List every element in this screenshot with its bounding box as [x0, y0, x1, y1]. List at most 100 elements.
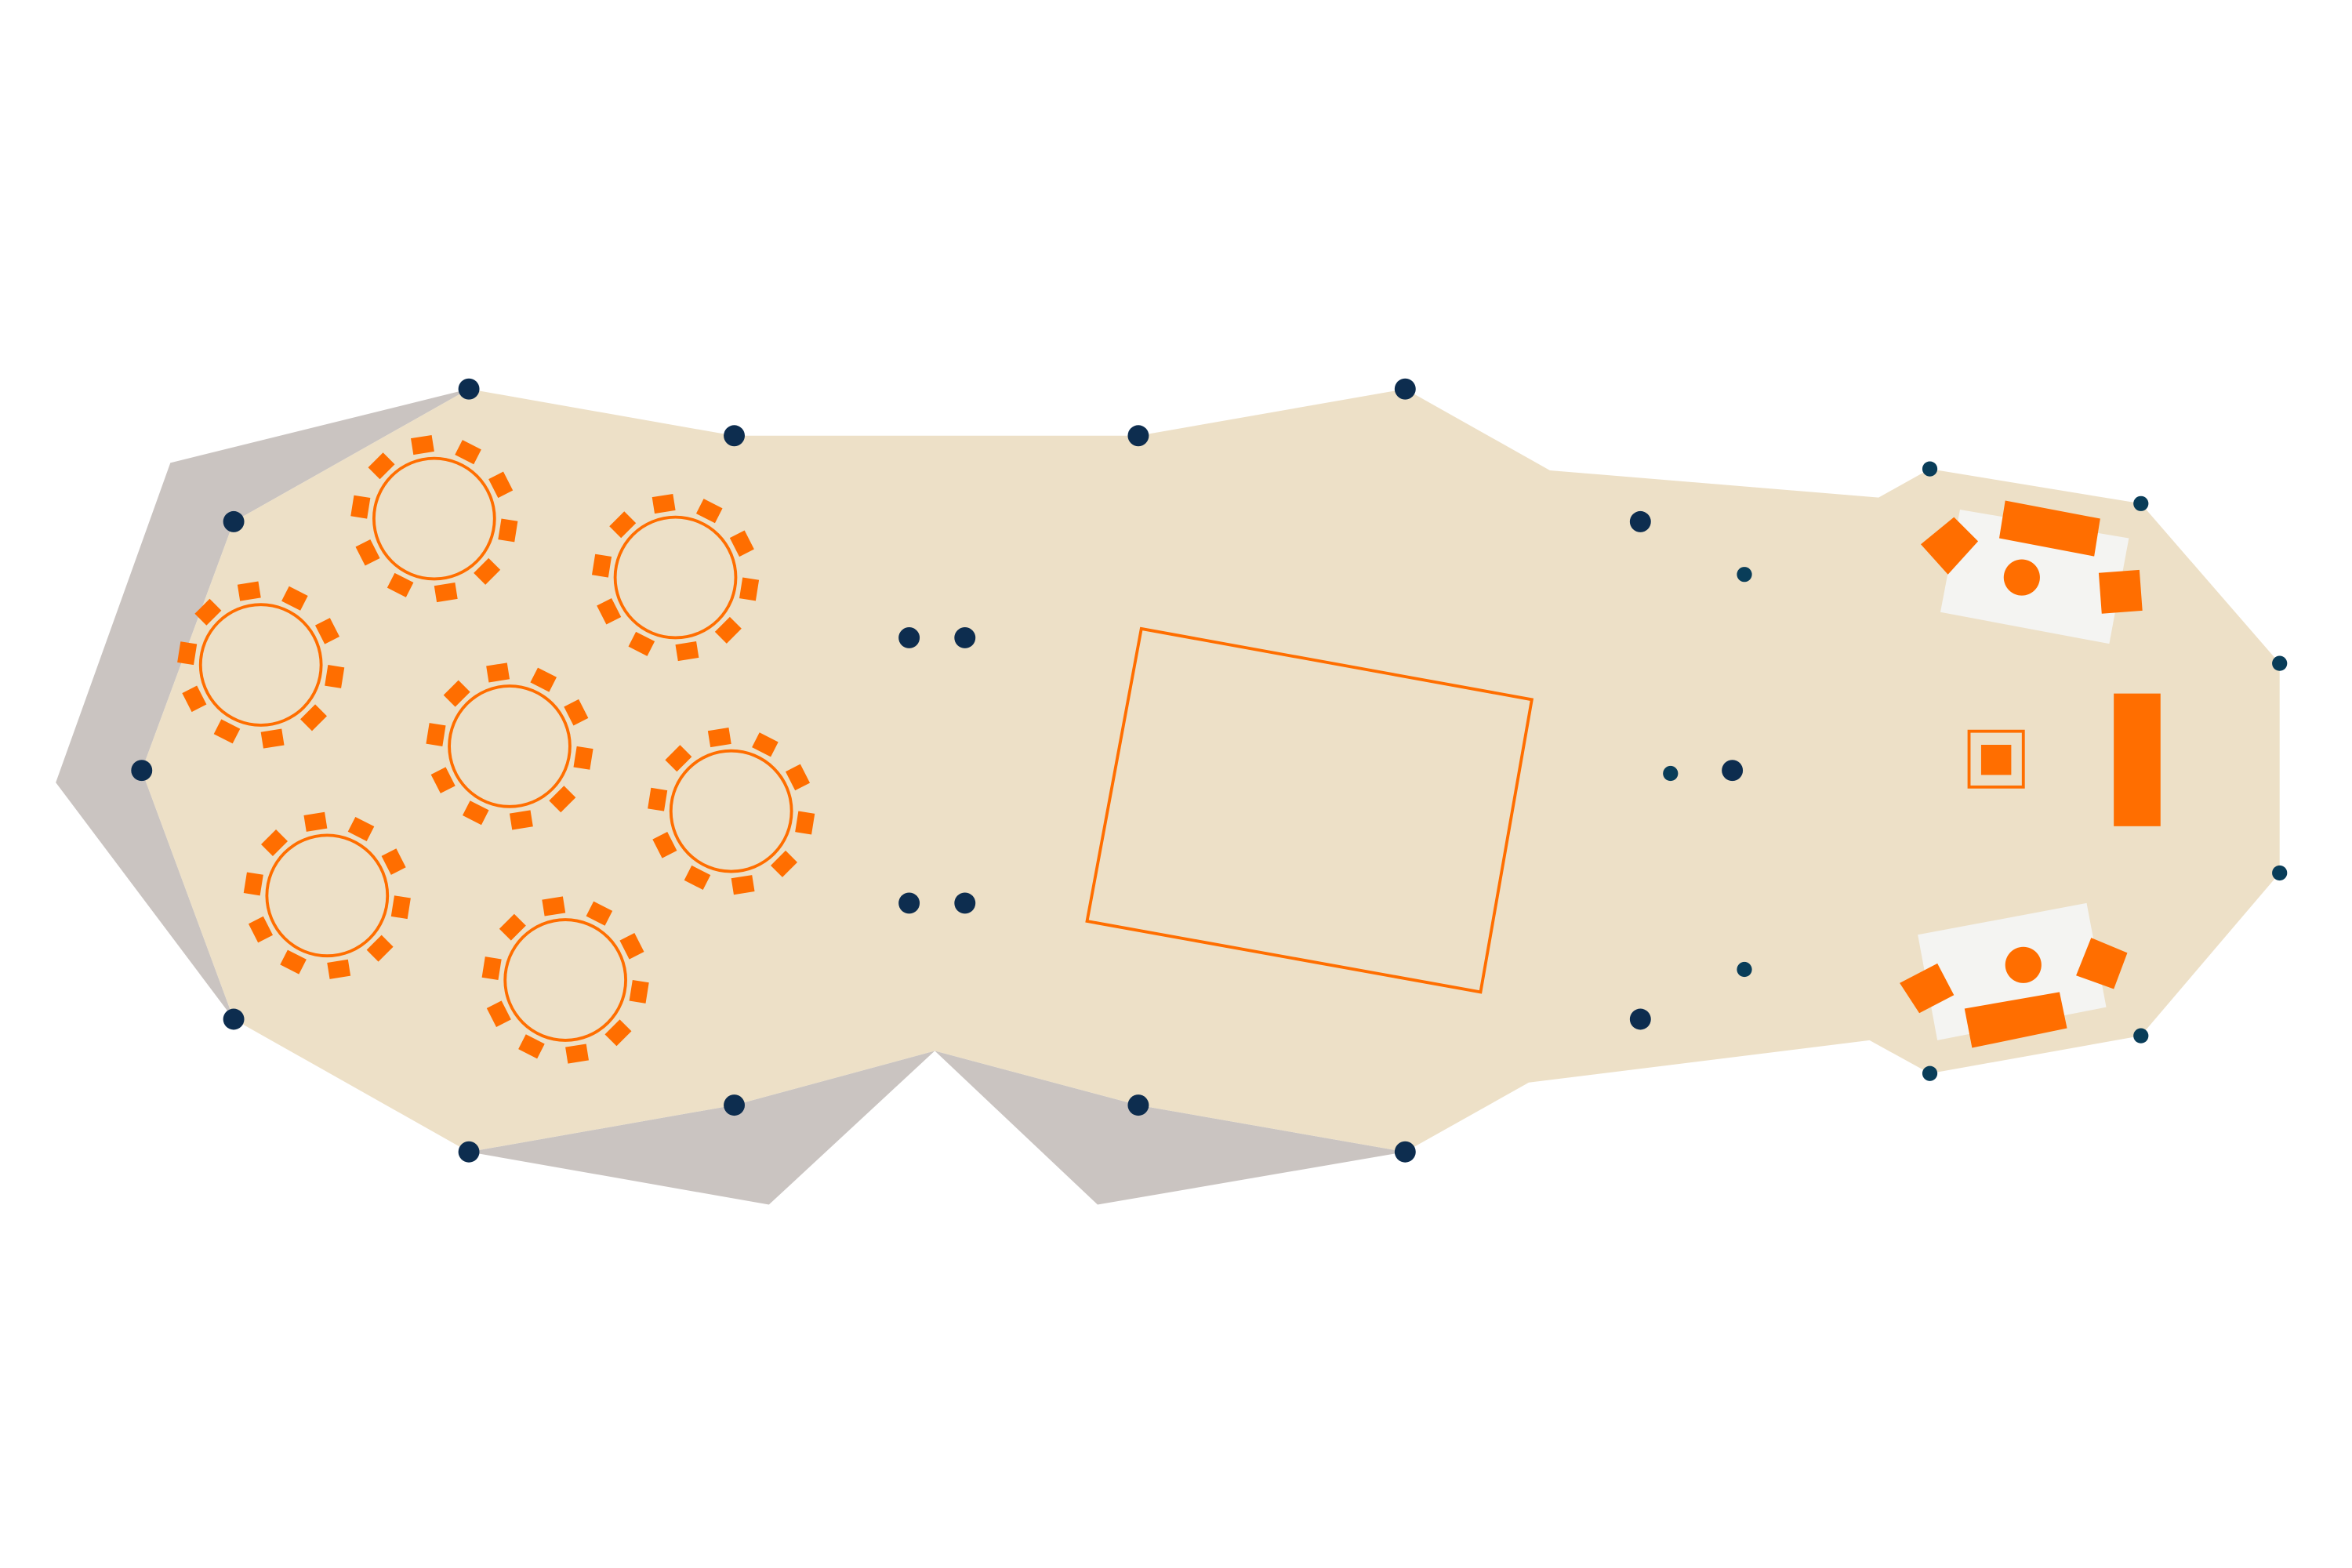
- chair[interactable]: [243, 872, 263, 896]
- sofa-bottom[interactable]: [1964, 992, 2067, 1048]
- table-top[interactable]: [506, 921, 625, 1039]
- round-table[interactable]: [350, 434, 518, 603]
- chair[interactable]: [474, 557, 501, 585]
- chair[interactable]: [411, 434, 434, 456]
- chair[interactable]: [355, 539, 380, 566]
- chair[interactable]: [455, 440, 481, 465]
- chair[interactable]: [652, 832, 677, 858]
- round-table[interactable]: [426, 662, 593, 830]
- round-table[interactable]: [177, 581, 345, 749]
- chair[interactable]: [381, 848, 406, 875]
- chair[interactable]: [443, 680, 470, 707]
- chair[interactable]: [177, 641, 198, 666]
- chair[interactable]: [586, 901, 613, 926]
- chair[interactable]: [684, 865, 711, 890]
- chair[interactable]: [619, 932, 644, 960]
- round-table[interactable]: [591, 493, 760, 662]
- chair[interactable]: [518, 1034, 545, 1059]
- outside-areas: [56, 389, 1406, 1205]
- chair[interactable]: [530, 667, 557, 692]
- chair[interactable]: [652, 493, 676, 514]
- table-top[interactable]: [672, 752, 790, 870]
- chair[interactable]: [280, 949, 307, 975]
- chair[interactable]: [350, 495, 371, 519]
- chair[interactable]: [695, 499, 723, 524]
- chair[interactable]: [665, 745, 692, 772]
- chair[interactable]: [565, 1044, 589, 1064]
- chair[interactable]: [488, 471, 514, 499]
- round-table[interactable]: [243, 811, 411, 979]
- chair[interactable]: [714, 616, 742, 644]
- coffee-table-top[interactable]: [2003, 559, 2040, 596]
- chair[interactable]: [260, 728, 285, 749]
- chair[interactable]: [752, 732, 779, 757]
- chair[interactable]: [498, 518, 518, 543]
- chair[interactable]: [675, 641, 699, 662]
- chair[interactable]: [390, 895, 411, 920]
- chair[interactable]: [303, 811, 328, 832]
- chair[interactable]: [549, 786, 576, 813]
- round-table[interactable]: [648, 728, 815, 895]
- armchair-top-left[interactable]: [1921, 517, 1979, 575]
- chair[interactable]: [597, 597, 622, 625]
- chair[interactable]: [771, 850, 798, 877]
- chair[interactable]: [182, 685, 207, 713]
- chair[interactable]: [327, 959, 351, 979]
- table-top[interactable]: [616, 518, 735, 637]
- chair[interactable]: [194, 598, 222, 626]
- table-top[interactable]: [375, 459, 493, 578]
- chair[interactable]: [481, 956, 502, 981]
- column: [223, 510, 245, 532]
- chair[interactable]: [499, 913, 526, 941]
- chair[interactable]: [729, 530, 754, 557]
- chair[interactable]: [604, 1019, 632, 1047]
- chair[interactable]: [486, 1000, 511, 1028]
- chair[interactable]: [591, 554, 612, 578]
- chair[interactable]: [739, 577, 760, 601]
- coffee-table-bottom[interactable]: [2005, 946, 2042, 983]
- chair[interactable]: [486, 662, 510, 683]
- chair[interactable]: [368, 452, 395, 480]
- bar-counter[interactable]: [2114, 693, 2161, 826]
- chair[interactable]: [785, 764, 811, 791]
- chair[interactable]: [573, 746, 593, 770]
- chair[interactable]: [387, 572, 414, 597]
- chair[interactable]: [237, 581, 261, 601]
- outside-area-bottom-left: [469, 1051, 935, 1205]
- armchair-bottom-left[interactable]: [1900, 963, 1955, 1014]
- chair[interactable]: [347, 816, 375, 842]
- dj-booth-outline[interactable]: [1967, 729, 2025, 789]
- chair[interactable]: [314, 618, 340, 644]
- round-table[interactable]: [481, 896, 649, 1064]
- armchair-top-right[interactable]: [2098, 569, 2143, 614]
- sofa-top[interactable]: [1999, 500, 2100, 557]
- chair[interactable]: [795, 811, 815, 835]
- table-top[interactable]: [451, 687, 568, 805]
- chair[interactable]: [281, 586, 308, 611]
- chair[interactable]: [707, 728, 731, 748]
- chair[interactable]: [213, 719, 241, 744]
- chair[interactable]: [434, 583, 458, 603]
- outside-area-left: [56, 389, 470, 1020]
- chair[interactable]: [629, 979, 649, 1004]
- chair[interactable]: [366, 935, 394, 962]
- chair[interactable]: [462, 800, 489, 826]
- chair[interactable]: [731, 875, 755, 895]
- chair[interactable]: [260, 829, 288, 856]
- chair[interactable]: [248, 916, 274, 943]
- dance-floor[interactable]: [1085, 626, 1534, 994]
- chair[interactable]: [648, 787, 668, 811]
- armchair-bottom-right[interactable]: [2076, 938, 2128, 989]
- chair[interactable]: [509, 810, 533, 830]
- table-top[interactable]: [201, 606, 320, 724]
- chair[interactable]: [628, 631, 655, 656]
- chair[interactable]: [542, 896, 566, 916]
- dj-booth[interactable]: [1980, 745, 2012, 775]
- table-top[interactable]: [268, 837, 387, 955]
- chair[interactable]: [300, 704, 328, 731]
- chair[interactable]: [430, 767, 456, 793]
- chair[interactable]: [564, 699, 589, 726]
- chair[interactable]: [609, 511, 637, 539]
- chair[interactable]: [325, 665, 345, 688]
- chair[interactable]: [426, 723, 446, 746]
